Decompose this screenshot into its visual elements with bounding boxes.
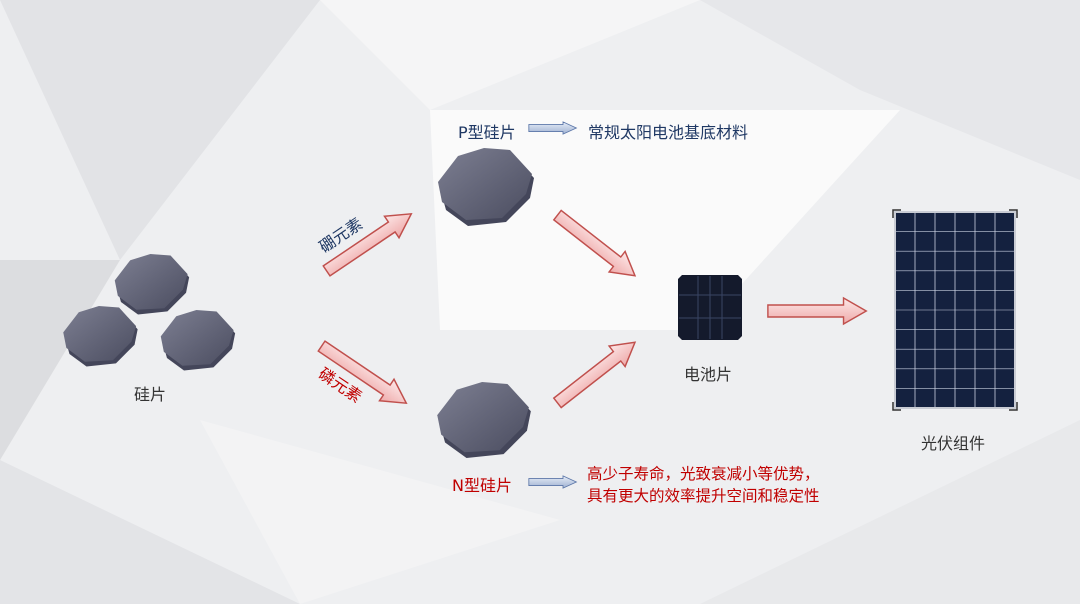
cell-to-module-arrow <box>767 297 867 325</box>
module-label: 光伏组件 <box>921 434 986 453</box>
solar-cell-image <box>678 275 742 340</box>
n-type-description-line2: 具有更大的效率提升空间和稳定性 <box>587 487 820 505</box>
p-type-label: P型硅片 <box>458 123 516 142</box>
n-type-description-line1: 高少子寿命，光致衰减小等优势， <box>587 465 820 483</box>
silicon-wafer-label: 硅片 <box>134 385 167 404</box>
p-type-description: 常规太阳电池基底材料 <box>588 123 749 142</box>
n-type-wafer-image <box>437 382 531 459</box>
cell-label: 电池片 <box>684 365 733 384</box>
wafer-image <box>160 310 236 371</box>
wafer-image <box>114 254 190 315</box>
n-to-cell-arrow <box>548 331 644 414</box>
panel-corner-marks <box>892 209 1018 411</box>
n-type-desc-arrow <box>528 475 577 489</box>
n-type-label: N型硅片 <box>452 476 512 495</box>
solar-module-image <box>894 211 1016 409</box>
